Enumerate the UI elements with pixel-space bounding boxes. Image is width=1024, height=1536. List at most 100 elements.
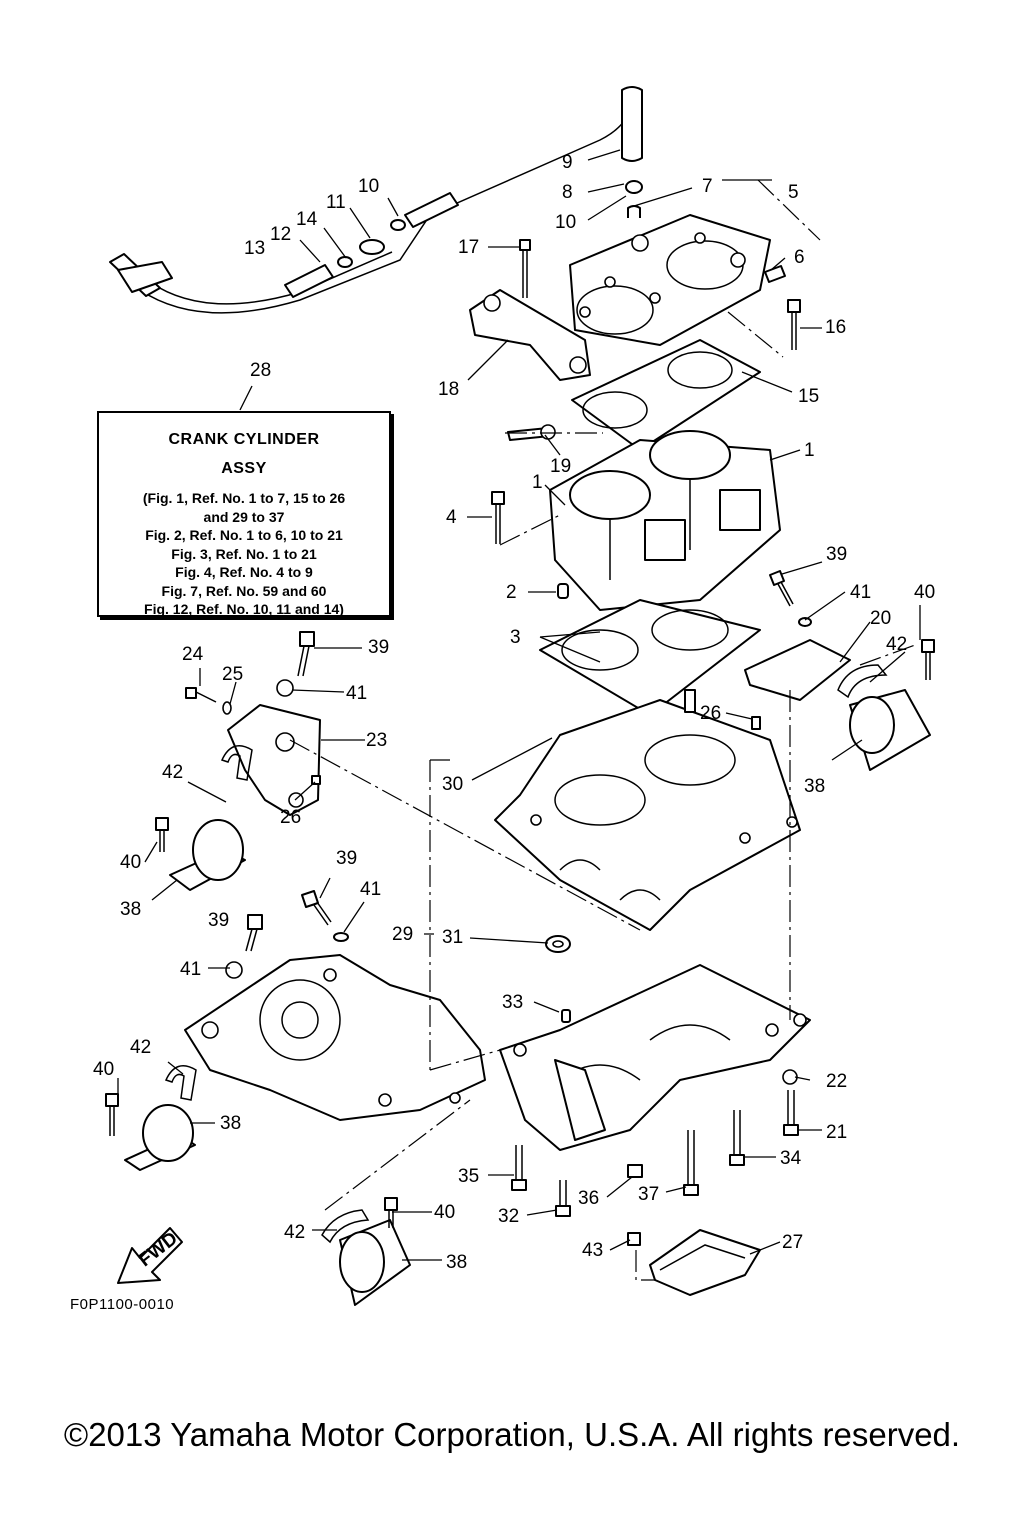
- cooling-hose: [109, 86, 643, 314]
- engine-mount-right: [837, 639, 935, 771]
- legend-line: Fig. 2, Ref. No. 1 to 6, 10 to 21: [145, 527, 343, 543]
- callout-26: 26: [280, 807, 301, 828]
- callout-8: 8: [562, 182, 573, 203]
- callout-20: 20: [870, 608, 891, 629]
- callout-31: 31: [442, 927, 463, 948]
- alignment-lines: [289, 179, 916, 1281]
- callout-39: 39: [336, 848, 357, 869]
- bolt-32: [555, 1180, 571, 1217]
- callout-40: 40: [434, 1202, 455, 1223]
- engine-mount-lower-left: [105, 1093, 196, 1171]
- legend-line: Fig. 3, Ref. No. 1 to 21: [171, 545, 317, 562]
- callout-42: 42: [284, 1222, 305, 1243]
- washer-22: [782, 1069, 798, 1085]
- leader-lines: [117, 149, 921, 1261]
- callout-40: 40: [120, 852, 141, 873]
- callout-27: 27: [782, 1232, 803, 1253]
- callout-3: 3: [510, 627, 521, 648]
- legend-subtitle: ASSY: [221, 460, 267, 477]
- callout-34: 34: [780, 1148, 802, 1169]
- bolt-6: [764, 265, 786, 283]
- engine-mount-housing: [184, 954, 486, 1121]
- callout-21: 21: [826, 1122, 847, 1143]
- callout-10: 10: [358, 176, 379, 197]
- callout-28: 28: [250, 360, 271, 381]
- bolt-19: [507, 424, 556, 441]
- bolt-4: [491, 491, 505, 544]
- callout-18: 18: [438, 379, 459, 400]
- callout-30: 30: [442, 774, 463, 795]
- hose-clip-42-lower: [164, 1065, 197, 1101]
- callout-33: 33: [502, 992, 523, 1013]
- cover-27: [649, 1229, 761, 1296]
- bolt-39-left: [297, 631, 315, 677]
- callout-7: 7: [702, 176, 713, 197]
- callout-38: 38: [220, 1113, 241, 1134]
- washer-41-left: [276, 679, 294, 697]
- legend-line: Fig. 7, Ref. No. 59 and 60: [161, 582, 327, 599]
- callout-41: 41: [360, 879, 381, 900]
- head-bracket: [469, 289, 591, 381]
- callout-15: 15: [798, 386, 819, 407]
- callout-9: 9: [562, 152, 573, 173]
- callout-42: 42: [886, 634, 907, 655]
- lower-crankcase: [499, 964, 811, 1151]
- bolt-34: [729, 1110, 745, 1166]
- engine-mount-bottom: [321, 1197, 411, 1306]
- callout-41: 41: [180, 959, 201, 980]
- assembly-legend-box: CRANK CYLINDER ASSY (Fig. 1, Ref. No. 1 …: [97, 411, 391, 617]
- callout-43: 43: [582, 1240, 603, 1261]
- callout-35: 35: [458, 1166, 479, 1187]
- callout-4: 4: [446, 507, 457, 528]
- callout-14: 14: [296, 209, 318, 230]
- callout-36: 36: [578, 1188, 599, 1209]
- washer-25: [222, 701, 232, 715]
- hose-clip-42-left: [220, 745, 253, 781]
- legend-line: Fig. 4, Ref. No. 4 to 9: [175, 564, 313, 580]
- callout-41: 41: [346, 683, 367, 704]
- callout-5: 5: [788, 182, 799, 203]
- cylinder-block: [549, 430, 781, 611]
- callout-12: 12: [270, 224, 291, 245]
- callout-38: 38: [446, 1252, 467, 1273]
- legend-title: CRANK CYLINDER: [168, 431, 320, 448]
- washer-41-lower-left: [225, 961, 243, 979]
- callout-41: 41: [850, 582, 871, 603]
- pin-26-right: [751, 716, 761, 730]
- callout-39: 39: [368, 637, 389, 658]
- callout-6: 6: [794, 247, 805, 268]
- upper-crankcase: [494, 689, 801, 931]
- callout-1: 1: [804, 440, 815, 461]
- bolt-35: [511, 1145, 527, 1191]
- callout-38: 38: [804, 776, 825, 797]
- callout-24: 24: [182, 644, 204, 665]
- callout-40: 40: [93, 1059, 114, 1080]
- legend-line: and 29 to 37: [203, 508, 285, 525]
- callout-23: 23: [366, 730, 387, 751]
- bolt-36: [627, 1164, 643, 1178]
- bolt-39-lower-left: [245, 914, 263, 952]
- bolt-37: [683, 1130, 699, 1196]
- callout-1: 1: [532, 472, 543, 493]
- bolt-16: [787, 299, 801, 350]
- base-gasket: [539, 599, 761, 716]
- bolt-24: [185, 687, 217, 703]
- callout-13: 13: [244, 238, 265, 259]
- bracket-23: [227, 704, 321, 816]
- callout-25: 25: [222, 664, 243, 685]
- pin-26-left: [311, 775, 321, 785]
- bolt-39-middle: [301, 890, 332, 926]
- callout-19: 19: [550, 456, 571, 477]
- callout-29: 29: [392, 924, 413, 945]
- bolt-21: [783, 1090, 799, 1136]
- callout-39: 39: [826, 544, 847, 565]
- callout-37: 37: [638, 1184, 659, 1205]
- callout-17: 17: [458, 237, 479, 258]
- dowel-pin-2: [557, 583, 569, 599]
- callout-22: 22: [826, 1071, 847, 1092]
- callout-16: 16: [825, 317, 846, 338]
- callout-38: 38: [120, 899, 141, 920]
- legend-line: (Fig. 1, Ref. No. 1 to 7, 15 to 26: [142, 490, 346, 506]
- fwd-arrow-icon: FWD: [117, 1227, 183, 1284]
